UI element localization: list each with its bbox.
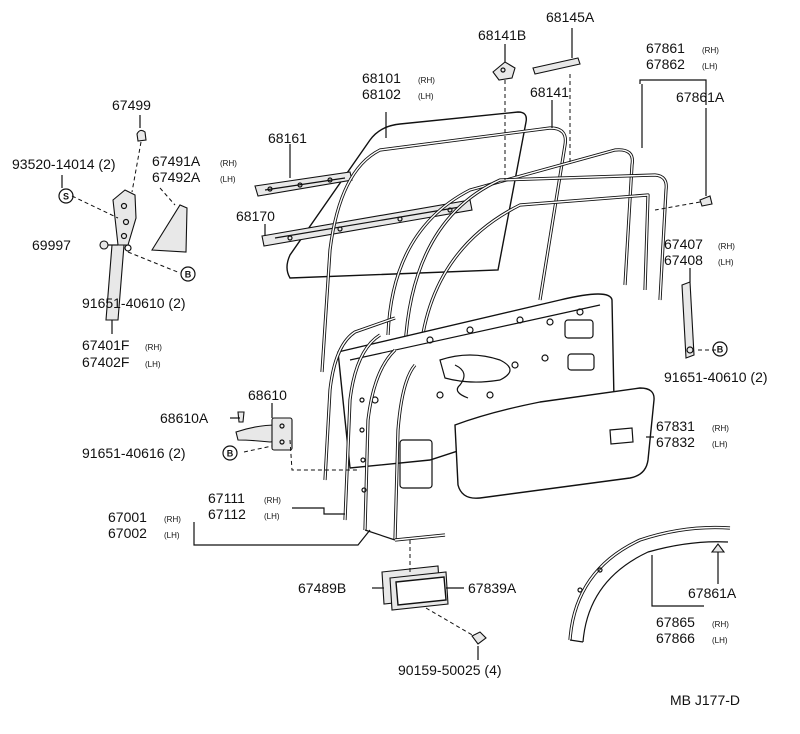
part-90159-bolt (471, 631, 487, 645)
part-67861a-clip-top (699, 195, 713, 207)
marker-b-left: B (180, 266, 196, 282)
label-68102: 68102 (362, 86, 401, 102)
label-67861: 67861 (646, 40, 685, 56)
marker-s: S (58, 188, 74, 204)
label-68610: 68610 (248, 387, 287, 403)
svg-text:(LH): (LH) (164, 531, 180, 540)
part-68141-glass-run (320, 126, 568, 373)
svg-text:(LH): (LH) (712, 636, 728, 645)
label-68101: 68101 (362, 70, 401, 86)
svg-text:(RH): (RH) (712, 424, 729, 433)
part-68170-inner-weatherstrip (261, 199, 473, 247)
svg-text:S: S (63, 192, 69, 202)
label-67839a: 67839A (468, 580, 517, 596)
svg-text:B: B (717, 345, 724, 355)
label-91651-40616: 91651-40616 (2) (82, 445, 186, 461)
label-68145a: 68145A (546, 9, 595, 25)
label-67499: 67499 (112, 97, 151, 113)
label-68170: 68170 (236, 208, 275, 224)
label-68610a: 68610A (160, 410, 209, 426)
part-door-inner-panel (337, 293, 615, 489)
label-67408: 67408 (664, 252, 703, 268)
part-68161-outer-weatherstrip (254, 171, 353, 197)
svg-text:(RH): (RH) (718, 242, 735, 251)
label-67865: 67865 (656, 614, 695, 630)
label-67407: 67407 (664, 236, 703, 252)
leader-lines (61, 28, 719, 660)
label-67489b: 67489B (298, 580, 346, 596)
part-67491a-corner-cover (151, 204, 188, 253)
svg-text:(LH): (LH) (145, 360, 161, 369)
label-67402f: 67402F (82, 354, 129, 370)
label-91651-40610-right: 91651-40610 (2) (664, 369, 768, 385)
svg-text:B: B (185, 270, 192, 280)
svg-text:(LH): (LH) (712, 440, 728, 449)
label-90159: 90159-50025 (4) (398, 662, 502, 678)
svg-text:(RH): (RH) (145, 343, 162, 352)
svg-text:(RH): (RH) (702, 46, 719, 55)
part-door-outer-shell (323, 316, 446, 542)
part-67001-door-frame (403, 173, 668, 356)
small-washer-69997 (99, 240, 109, 250)
part-67401f-check-arm (105, 189, 137, 321)
label-68141b: 68141B (478, 27, 526, 43)
svg-text:(RH): (RH) (164, 515, 181, 524)
part-67865-arc-weatherstrip (568, 525, 731, 643)
svg-text:(RH): (RH) (712, 620, 729, 629)
label-67862: 67862 (646, 56, 685, 72)
svg-text:(RH): (RH) (264, 496, 281, 505)
svg-text:(LH): (LH) (264, 512, 280, 521)
marker-b-hinge: B (222, 445, 238, 461)
part-67861a-clip-bottom (710, 543, 726, 560)
label-67491a: 67491A (152, 153, 201, 169)
svg-text:B: B (227, 449, 234, 459)
label-93520: 93520-14014 (2) (12, 156, 116, 172)
label-67002: 67002 (108, 525, 147, 541)
label-67866: 67866 (656, 630, 695, 646)
svg-text:(RH): (RH) (220, 159, 237, 168)
part-67499-cap (136, 129, 147, 142)
label-68161: 68161 (268, 130, 307, 146)
svg-text:(LH): (LH) (418, 92, 434, 101)
part-68101-door-glass (286, 111, 528, 279)
svg-text:(RH): (RH) (418, 76, 435, 85)
label-67001: 67001 (108, 509, 147, 525)
label-67401f: 67401F (82, 337, 129, 353)
part-68145a-strip (532, 57, 581, 75)
svg-text:(LH): (LH) (220, 175, 236, 184)
part-67407-bracket (681, 281, 695, 359)
label-67832: 67832 (656, 434, 695, 450)
label-67861a-bottom: 67861A (688, 585, 737, 601)
marker-b-right: B (712, 341, 728, 357)
label-67831: 67831 (656, 418, 695, 434)
svg-text:(LH): (LH) (718, 258, 734, 267)
label-91651-40610-left: 91651-40610 (2) (82, 295, 186, 311)
part-68141b-clip (492, 61, 516, 81)
label-68141: 68141 (530, 84, 569, 100)
part-67489b-speaker-box (381, 565, 449, 611)
label-67111: 67111 (208, 490, 245, 506)
part-labels: 68145A 68141B 67861 (RH) 67862 (LH) 6810… (12, 9, 768, 708)
label-69997: 69997 (32, 237, 71, 253)
part-67861-door-weatherstrip (386, 148, 634, 336)
part-68610-hinge (235, 411, 293, 451)
svg-text:(LH): (LH) (702, 62, 718, 71)
label-67112: 67112 (208, 506, 246, 522)
diagram-code: MB J177-D (670, 692, 740, 708)
part-67831-door-trim (454, 387, 655, 499)
label-67492a: 67492A (152, 169, 201, 185)
label-67861a-top: 67861A (676, 89, 725, 105)
